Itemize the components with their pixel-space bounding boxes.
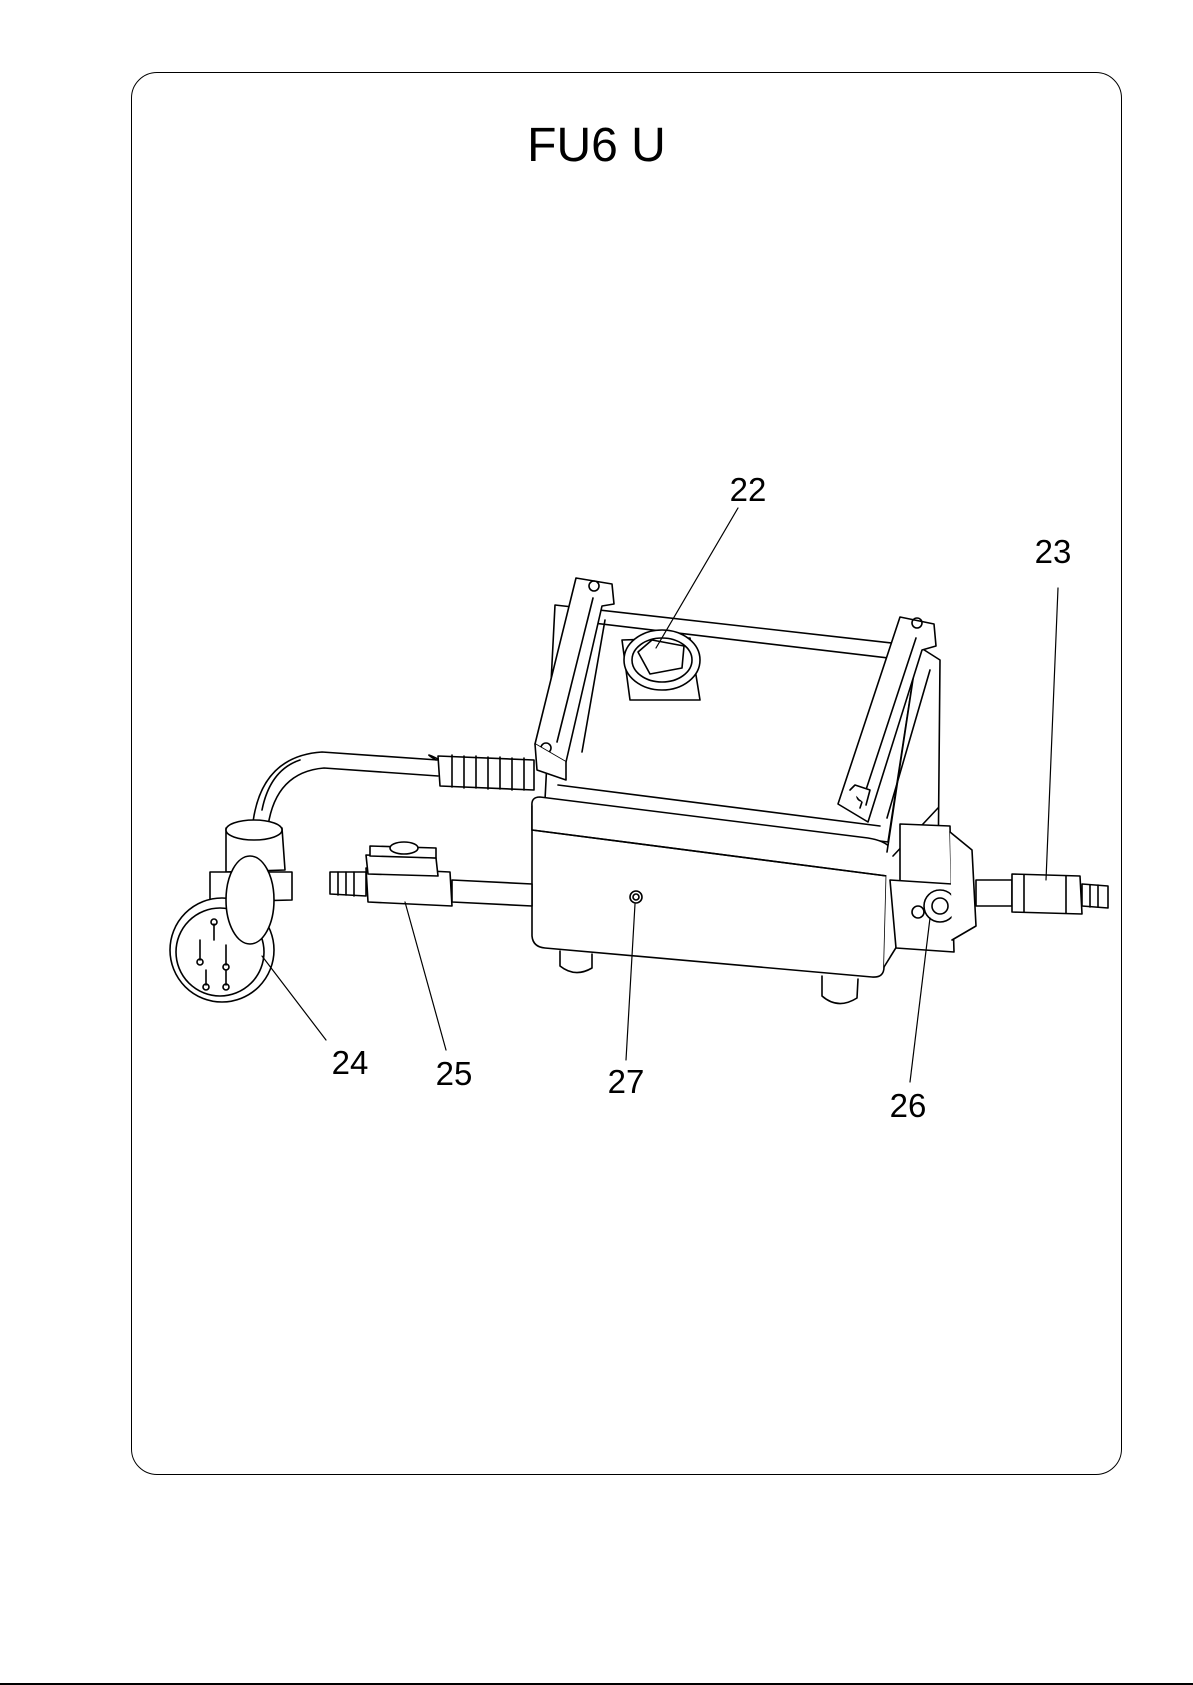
callout-27: 27	[608, 1063, 645, 1100]
housing	[532, 605, 940, 1004]
fitting-26	[890, 824, 976, 952]
callout-24: 24	[332, 1044, 369, 1081]
plug-24	[170, 820, 292, 1002]
callout-22: 22	[730, 471, 767, 508]
leader-24	[262, 956, 326, 1040]
power-cable	[253, 752, 534, 826]
callout-25: 25	[436, 1055, 473, 1092]
leader-23	[1046, 588, 1058, 880]
valve-25	[330, 842, 532, 906]
callout-26: 26	[890, 1087, 927, 1124]
leader-25	[405, 902, 446, 1050]
hose-23	[976, 874, 1108, 914]
callout-23: 23	[1035, 533, 1072, 570]
